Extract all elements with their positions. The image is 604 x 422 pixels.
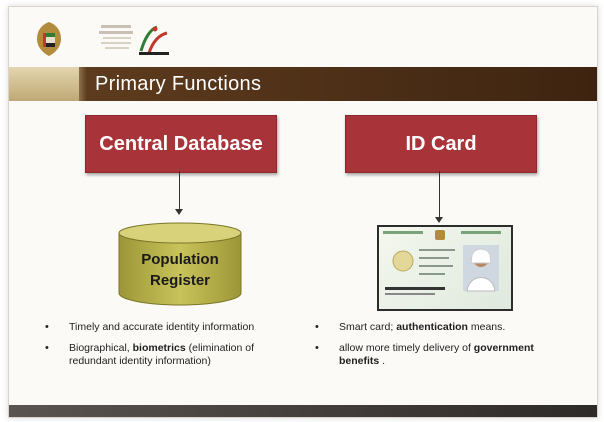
bullet-text: (elimination of redundant identity infor…	[69, 342, 255, 367]
bullet-text: Smart card;	[339, 321, 397, 333]
arrow-right-connector	[439, 171, 440, 219]
bullet-item: • Timely and accurate identity informati…	[43, 321, 283, 334]
id-card-box: ID Card	[345, 115, 537, 173]
emirates-id-logo	[99, 25, 169, 55]
bullet-bold-text: authentication	[396, 321, 468, 333]
bullet-bold-text: biometrics	[132, 342, 186, 354]
bullet-item: • Smart card; authentication means.	[313, 321, 553, 334]
id-card-image	[377, 225, 513, 311]
slide-title: Primary Functions	[95, 73, 262, 95]
database-cylinder-icon	[118, 222, 242, 306]
bullet-marker: •	[45, 342, 49, 354]
uae-emblem-logo	[37, 22, 61, 56]
bullet-text: allow more timely delivery of	[339, 342, 474, 354]
slide: Primary Functions Central Database ID Ca…	[8, 6, 598, 418]
bullet-marker: •	[315, 342, 319, 354]
bullet-text: Biographical,	[69, 342, 133, 354]
bullet-bold-text: government benefits	[339, 342, 534, 367]
bullet-text: .	[379, 355, 386, 367]
bullet-marker: •	[315, 321, 319, 333]
central-database-box: Central Database	[85, 115, 277, 173]
id-card-illustration	[383, 230, 501, 295]
arrow-right-head	[435, 217, 443, 223]
footer-bar	[9, 405, 597, 417]
bullet-marker: •	[45, 321, 49, 333]
bullet-text: Timely and accurate identity information	[69, 321, 255, 333]
title-bar: Primary Functions	[9, 67, 597, 101]
arrow-left-head	[175, 209, 183, 215]
bullet-text: means.	[467, 321, 506, 333]
right-bullet-list: • Smart card; authentication means. • al…	[313, 321, 553, 376]
population-register-line1: Population	[141, 251, 219, 268]
population-register-line2: Register	[149, 272, 211, 289]
arrow-left-connector	[179, 171, 180, 211]
bullet-item: • Biographical, biometrics (elimination …	[43, 342, 283, 368]
left-bullet-list: • Timely and accurate identity informati…	[43, 321, 283, 376]
title-bar-accent	[9, 67, 79, 101]
population-register-label: Population Register	[117, 249, 243, 291]
bullet-item: • allow more timely delivery of governme…	[313, 342, 553, 368]
